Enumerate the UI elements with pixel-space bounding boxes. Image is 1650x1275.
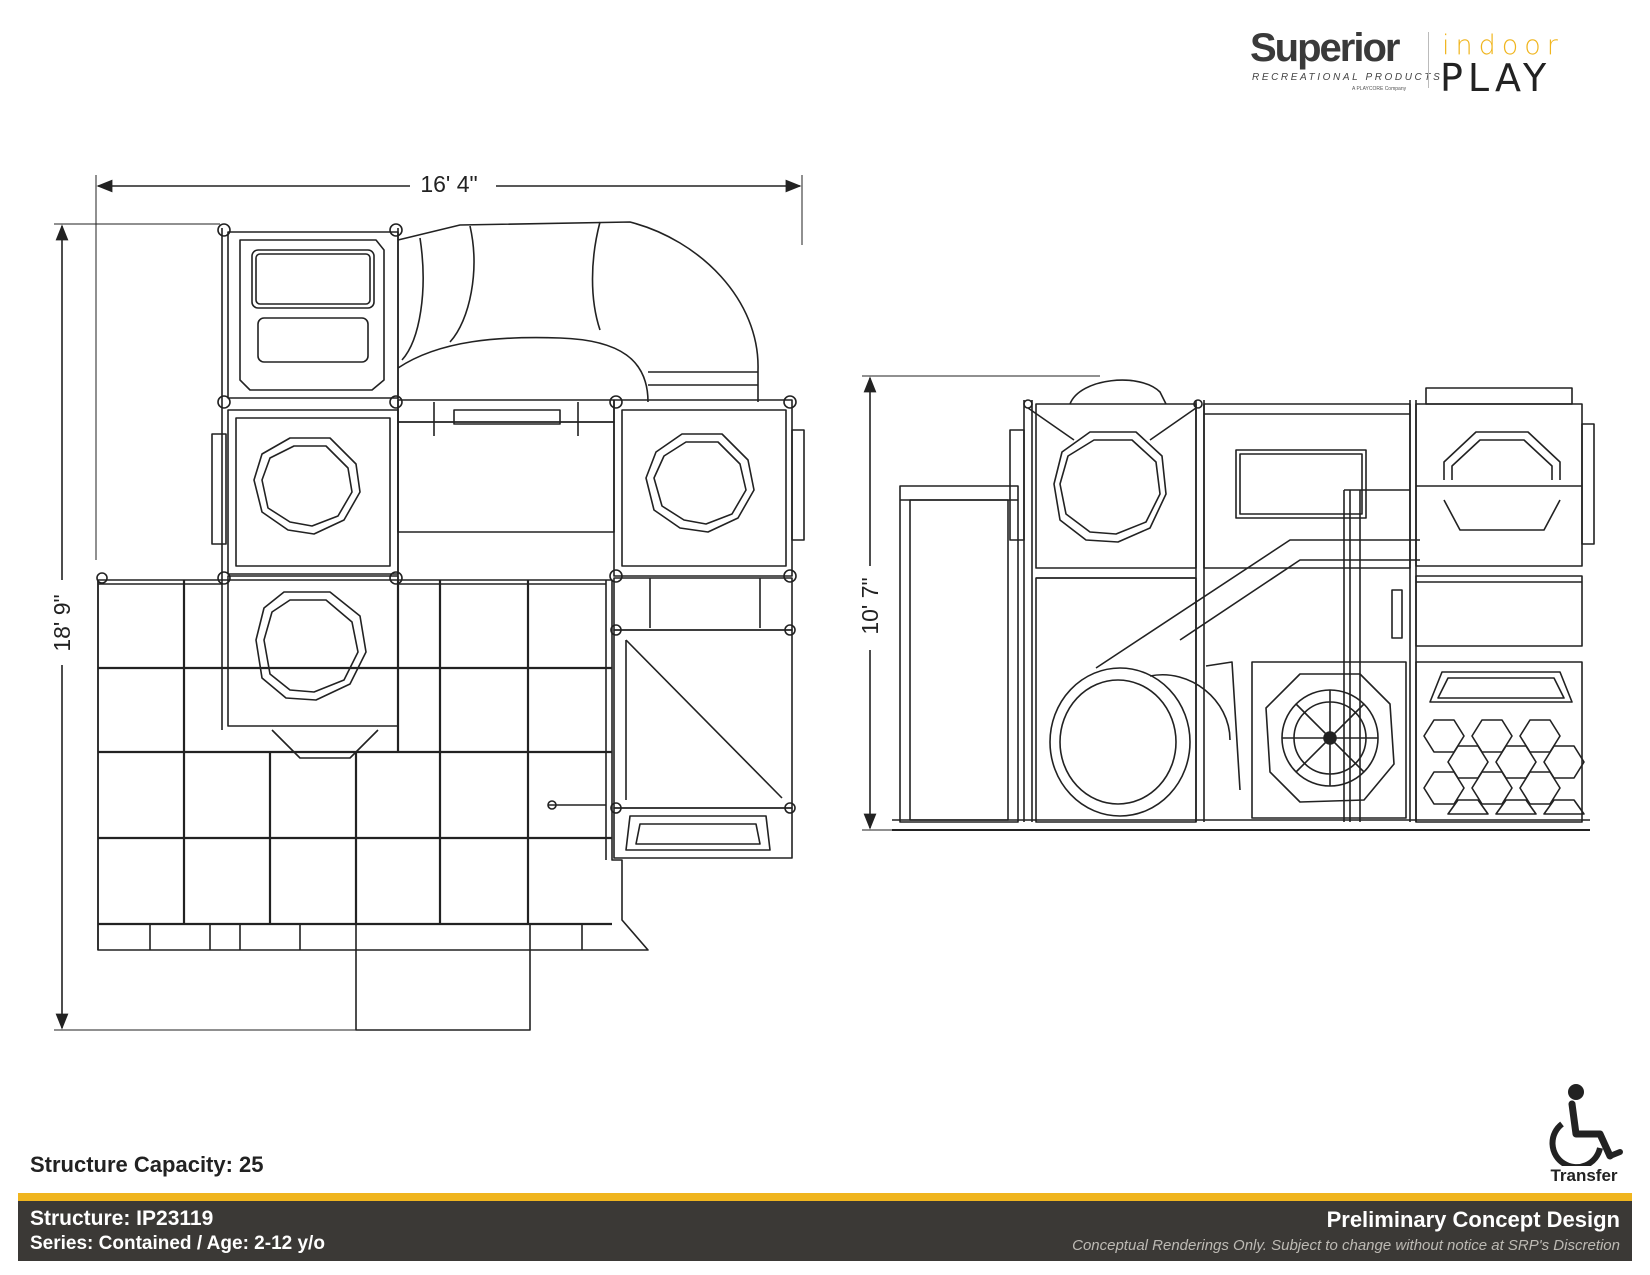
plan-tube-slide [397, 221, 759, 403]
elevation-honeycomb-panel [1415, 661, 1585, 823]
plan-tower-left [211, 409, 399, 575]
brand-name: Superior [1250, 26, 1400, 70]
plan-view: 16' 4" 18' 9" [49, 171, 805, 1031]
plan-tower-lower-right [547, 577, 796, 860]
elevation-tower-top-left [1009, 379, 1203, 822]
brand-company-note: A PLAYCORE Company [1352, 86, 1407, 92]
plan-depth-label: 18' 9" [49, 594, 75, 651]
accessibility-badge: Transfer [1538, 1082, 1630, 1185]
plan-ball-pit-grid [96, 572, 649, 1031]
plan-width-label: 16' 4" [420, 171, 477, 197]
wheelchair-icon [1549, 1084, 1623, 1171]
elevation-view: 10' 7" [857, 375, 1595, 831]
elevation-spinner-panel [1251, 661, 1407, 819]
plan-width-dimension: 16' 4" [95, 171, 803, 560]
footer-series: Series: Contained / Age: 2-12 y/o [30, 1233, 325, 1254]
footer-structure-id: Structure: IP23119 [30, 1207, 214, 1230]
logo-divider [1428, 32, 1429, 88]
footer: Structure: IP23119 Series: Contained / A… [18, 1201, 1632, 1261]
brand-play: PLAY [1440, 56, 1552, 100]
plan-tower-lower-left [217, 571, 403, 759]
elevation-left-unit [899, 485, 1019, 823]
plan-tower-right [609, 395, 805, 583]
brand-logo: Superior RECREATIONAL PRODUCTS A PLAYCOR… [1250, 26, 1610, 100]
structure-capacity: Structure Capacity: 25 [30, 1152, 264, 1177]
elevation-height-dimension: 10' 7" [857, 375, 1100, 831]
footer-status: Preliminary Concept Design [1326, 1207, 1620, 1232]
elevation-tower-right [1409, 387, 1595, 822]
accessibility-label: Transfer [1550, 1166, 1618, 1185]
plan-tower-top-left [217, 223, 403, 730]
elevation-height-label: 10' 7" [857, 577, 883, 634]
brand-indoor: indoor [1442, 30, 1564, 61]
footer-accent-bar [18, 1193, 1632, 1201]
plan-depth-dimension: 18' 9" [49, 223, 530, 1031]
elevation-tube-slide [1049, 539, 1420, 817]
brand-subtitle: RECREATIONAL PRODUCTS [1252, 72, 1443, 83]
plan-middle-bridge [397, 399, 615, 533]
footer-disclaimer: Conceptual Renderings Only. Subject to c… [1072, 1237, 1620, 1254]
elevation-poles [1343, 489, 1410, 822]
